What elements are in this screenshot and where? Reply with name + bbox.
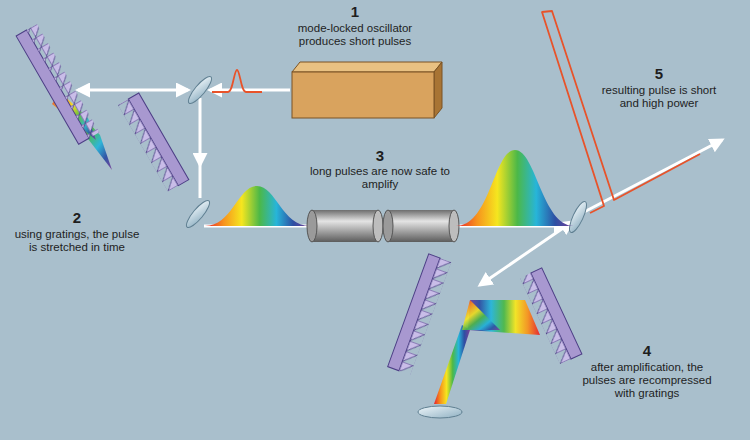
output-pulse	[542, 11, 700, 213]
stretcher-gratings	[16, 24, 189, 192]
beam-paths	[78, 90, 722, 285]
compressor-gratings	[388, 254, 582, 404]
annotation-text: long pulses are now safe to amplify	[308, 165, 452, 191]
annotation-text: resulting pulse is short and high power	[598, 84, 720, 110]
short-pulse	[212, 70, 262, 92]
beam	[199, 98, 202, 165]
mirror	[183, 198, 213, 230]
oscillator-box	[292, 62, 442, 118]
callout-number: 5	[598, 66, 720, 83]
grating	[118, 93, 189, 192]
beam	[210, 89, 290, 92]
callout-number: 1	[295, 4, 415, 21]
grating	[16, 24, 99, 144]
grating	[520, 268, 582, 364]
spectral-beam	[434, 325, 470, 404]
amplifier	[307, 210, 459, 242]
mirror	[418, 406, 462, 418]
callout-number: 4	[582, 343, 712, 360]
spectral-fan	[462, 300, 500, 330]
stretched-pulse	[205, 186, 310, 226]
mirror	[185, 74, 215, 106]
beam	[78, 89, 188, 92]
amplified-pulse	[456, 150, 574, 226]
beam	[584, 140, 722, 212]
callout-number: 2	[17, 210, 137, 227]
mirror	[566, 199, 589, 234]
grating	[388, 254, 452, 375]
annotation-text: mode-locked oscillator produces short pu…	[290, 22, 420, 48]
beam	[199, 165, 202, 198]
annotation-text: using gratings, the pulse is stretched i…	[12, 228, 142, 254]
callout-number: 3	[308, 148, 452, 165]
annotation-text: after amplification, the pulses are reco…	[582, 361, 712, 400]
